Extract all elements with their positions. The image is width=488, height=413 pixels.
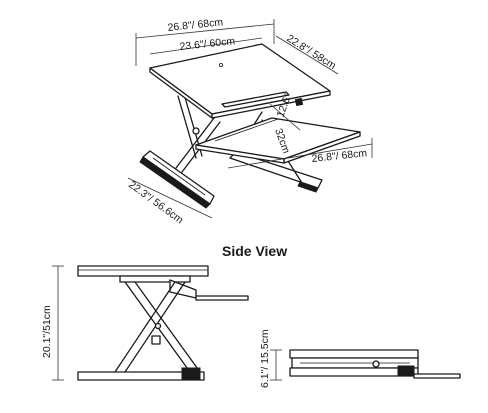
base-foot bbox=[139, 150, 215, 209]
max-height-label: 20.1"/51cm bbox=[41, 305, 53, 358]
side-view-raised: 20.1"/51cm bbox=[41, 265, 249, 381]
dim-inner-width: 23.6"/ 60cm bbox=[149, 35, 263, 55]
top-width-label: 26.8"/ 68cm bbox=[167, 16, 224, 34]
min-height-label: 6.1"/ 15.5cm bbox=[259, 329, 271, 388]
dim-top-width: 26.8"/ 68cm bbox=[135, 16, 275, 66]
kb-width-label: 26.8"/ 68cm bbox=[311, 147, 368, 165]
isometric-view: 26.8"/ 68cm 23.6"/ 60cm 22.8"/ 58cm 12.6… bbox=[126, 16, 373, 226]
side-view-title: Side View bbox=[222, 243, 287, 259]
inner-width-label: 23.6"/ 60cm bbox=[179, 35, 236, 53]
desk-top bbox=[149, 43, 331, 119]
side-view-lowered: 6.1"/ 15.5cm bbox=[259, 329, 461, 388]
dim-keyboard-width: 26.8"/ 68cm bbox=[227, 138, 373, 169]
